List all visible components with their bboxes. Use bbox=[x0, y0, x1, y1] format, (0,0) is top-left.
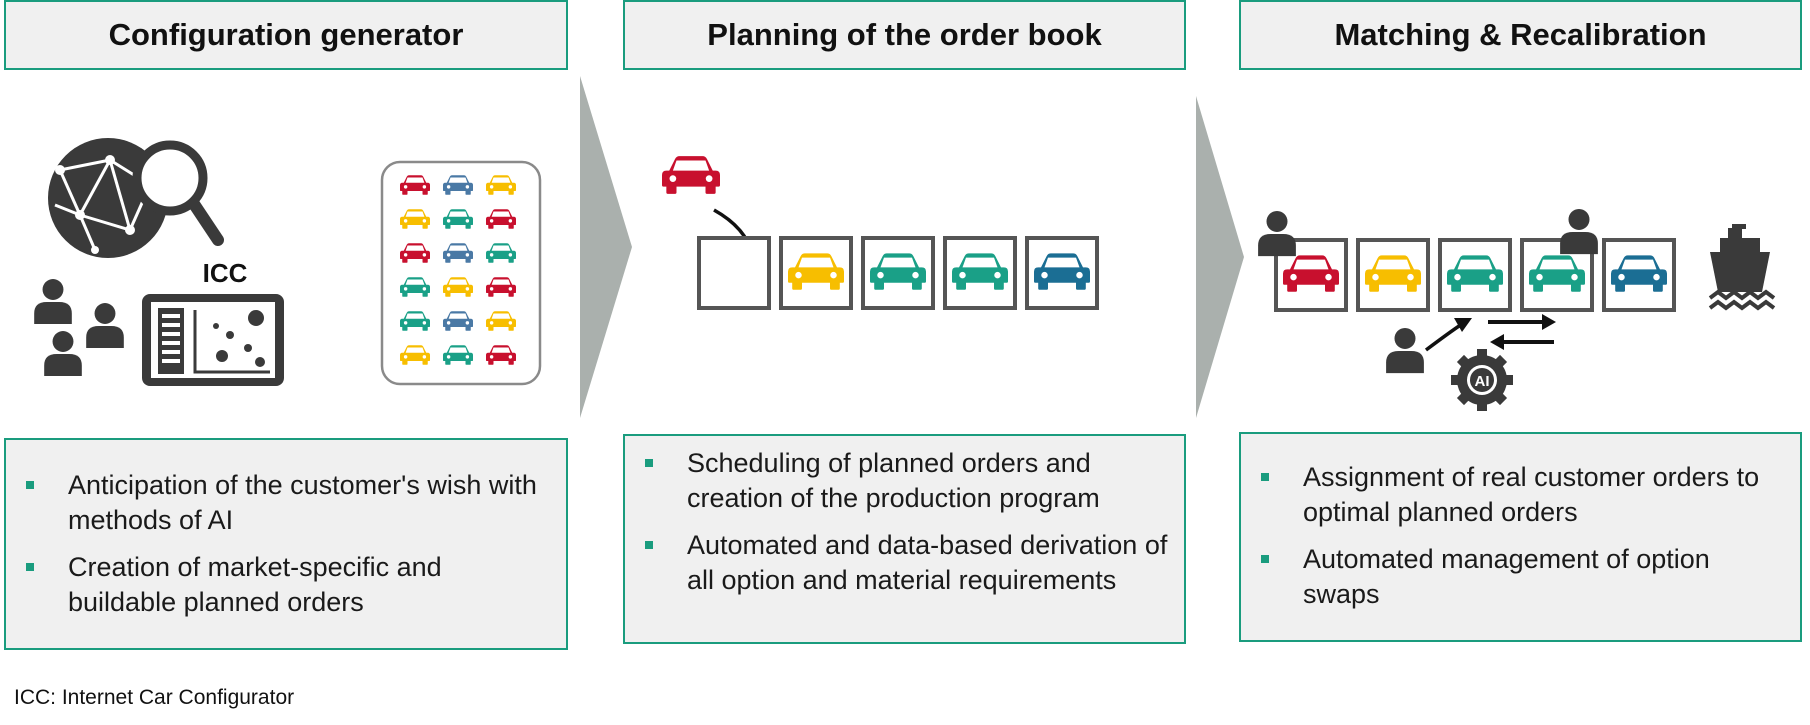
icc-label: ICC bbox=[203, 258, 248, 288]
order-slot bbox=[697, 236, 771, 310]
ai-label: AI bbox=[1475, 373, 1490, 390]
arrow-icon bbox=[1424, 322, 1463, 352]
bullet-item: Anticipation of the customer's wish with… bbox=[24, 468, 554, 538]
footnote: ICC: Internet Car Configurator bbox=[14, 686, 295, 709]
header-planning-order-book: Planning of the order book bbox=[623, 0, 1186, 70]
bullet-item: Automated management of option swaps bbox=[1259, 542, 1788, 612]
bullet-item: Creation of market-specific and buildabl… bbox=[24, 550, 554, 620]
bullet-item: Assignment of real customer orders to op… bbox=[1259, 460, 1788, 530]
description-planning-order-book: Scheduling of planned orders and creatio… bbox=[623, 434, 1186, 644]
header-matching-recalibration: Matching & Recalibration bbox=[1239, 0, 1802, 70]
person-icon bbox=[1560, 208, 1598, 255]
planning-illustration bbox=[662, 156, 1099, 310]
description-configuration-generator: Anticipation of the customer's wish with… bbox=[4, 438, 568, 650]
dashboard-icon bbox=[142, 294, 284, 386]
person-icon bbox=[1258, 210, 1296, 257]
header-title: Configuration generator bbox=[108, 17, 464, 52]
people-icon bbox=[34, 279, 124, 376]
car-icon bbox=[662, 156, 720, 194]
car-grid-panel bbox=[380, 160, 542, 386]
ship-icon bbox=[1708, 224, 1776, 311]
chevron-arrow-icon bbox=[580, 76, 632, 418]
description-matching-recalibration: Assignment of real customer orders to op… bbox=[1239, 432, 1802, 642]
ai-gear-icon: AI bbox=[1451, 349, 1513, 411]
person-icon bbox=[1386, 327, 1424, 374]
header-title: Matching & Recalibration bbox=[1334, 17, 1707, 52]
matching-illustration: AI bbox=[1258, 208, 1776, 411]
swap-arrows-icon bbox=[1488, 314, 1556, 350]
bullet-item: Automated and data-based derivation of a… bbox=[643, 528, 1172, 598]
header-title: Planning of the order book bbox=[707, 17, 1102, 52]
chevron-arrow-icon bbox=[1196, 96, 1244, 418]
configuration-illustration: ICC bbox=[34, 138, 284, 386]
header-configuration-generator: Configuration generator bbox=[4, 0, 568, 70]
magnifier-icon bbox=[132, 140, 224, 246]
bullet-item: Scheduling of planned orders and creatio… bbox=[643, 446, 1172, 516]
